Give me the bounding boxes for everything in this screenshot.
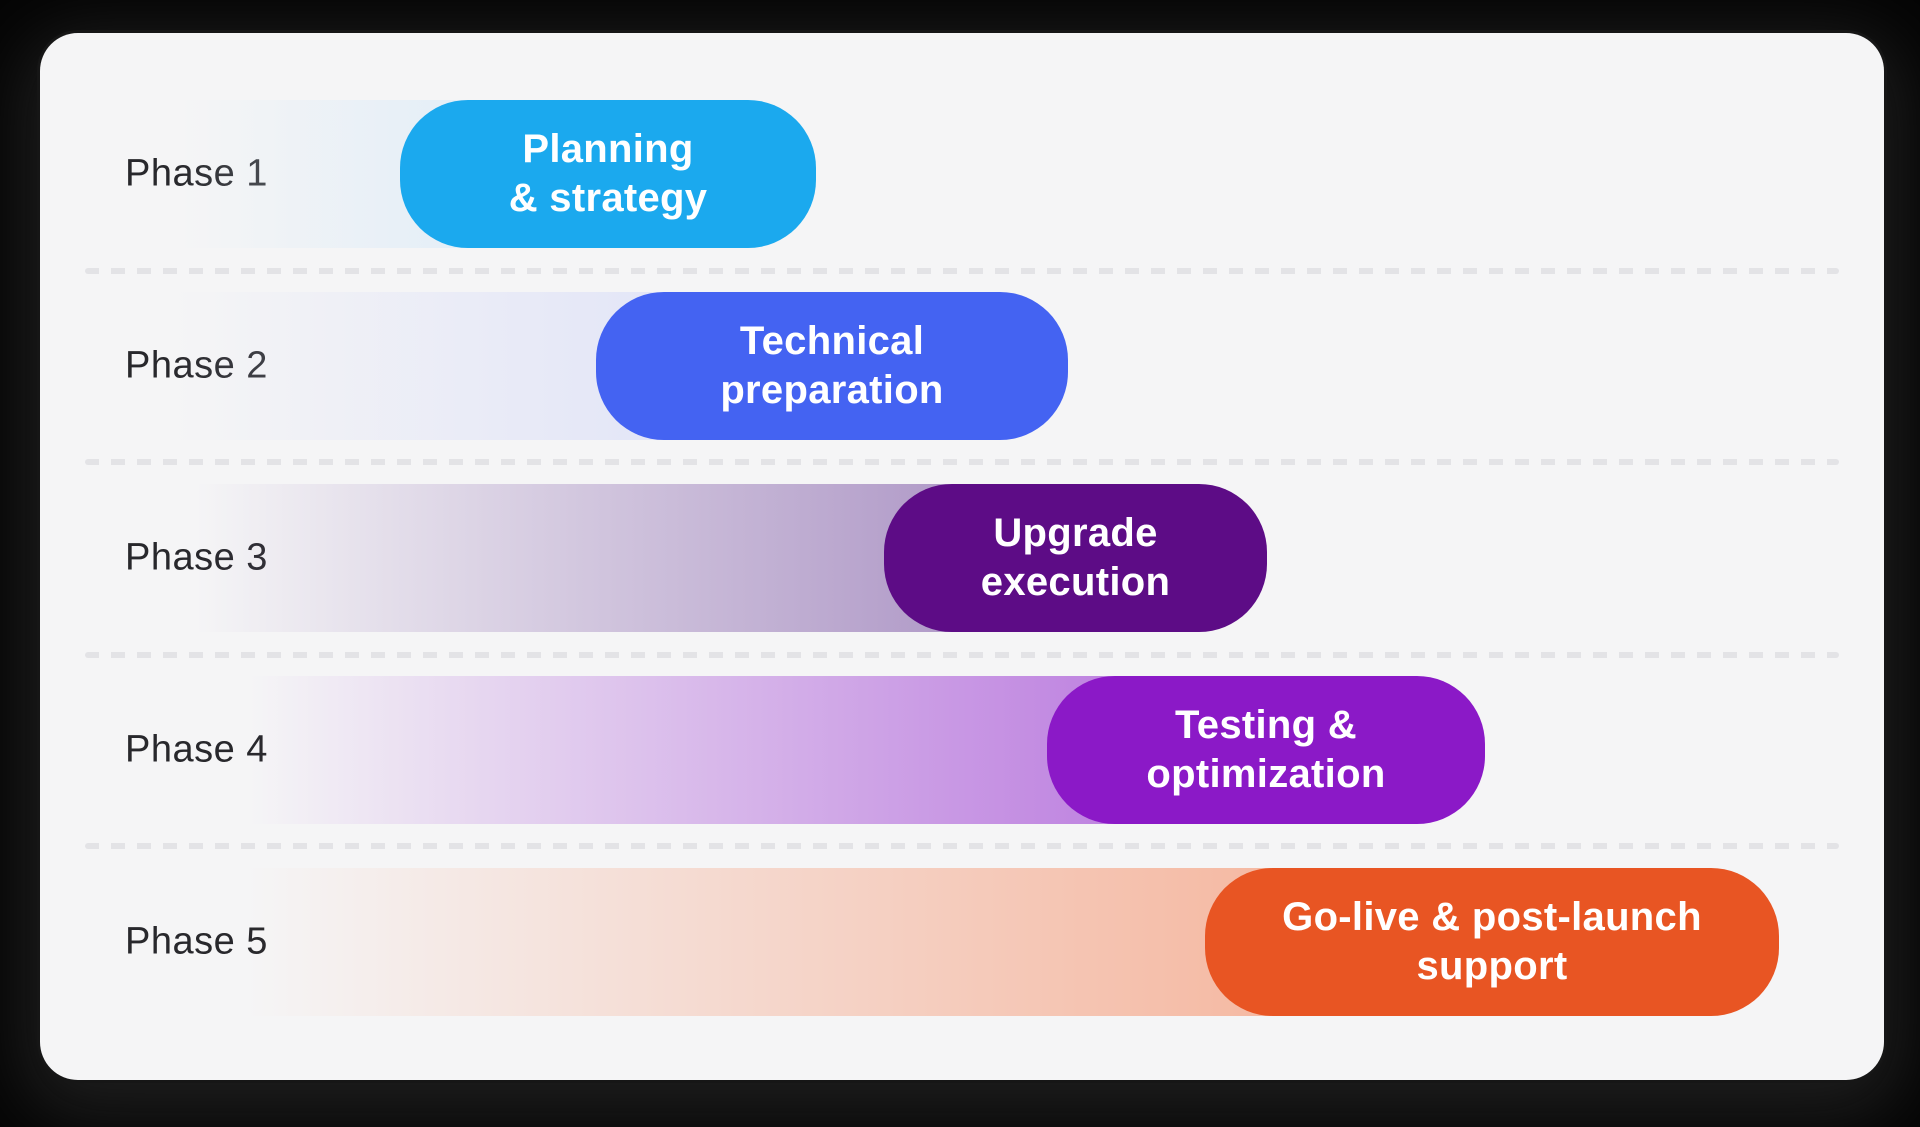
pill-text-line: Go-live & post-launch: [1282, 895, 1702, 939]
phase-label: Phase 4: [125, 728, 268, 771]
phase-pill: Technical preparation: [596, 292, 1068, 440]
phase-pill: Upgrade execution: [884, 484, 1267, 632]
pill-text-line: Technical: [739, 319, 925, 363]
pill-text-line: support: [1416, 944, 1568, 988]
pill-text-line: Planning: [522, 127, 694, 171]
pill-text-line: Testing &: [1175, 703, 1357, 747]
row-separator: [85, 652, 1839, 658]
row-separator: [85, 459, 1839, 465]
phases-card: Phase 1 Planning & strategy Phase 2 Tech…: [40, 33, 1884, 1080]
pill-text-line: execution: [980, 560, 1171, 604]
row-separator: [85, 843, 1839, 849]
phase-pill: Go-live & post-launch support: [1205, 868, 1779, 1016]
pill-text-line: & strategy: [508, 176, 708, 220]
pill-text-line: preparation: [720, 368, 944, 412]
pill-text-line: optimization: [1146, 752, 1386, 796]
phase-pill: Planning & strategy: [400, 100, 816, 248]
phase-label: Phase 5: [125, 920, 268, 963]
row-separator: [85, 268, 1839, 274]
pill-text-line: Upgrade: [993, 511, 1158, 555]
phase-pill: Testing & optimization: [1047, 676, 1485, 824]
